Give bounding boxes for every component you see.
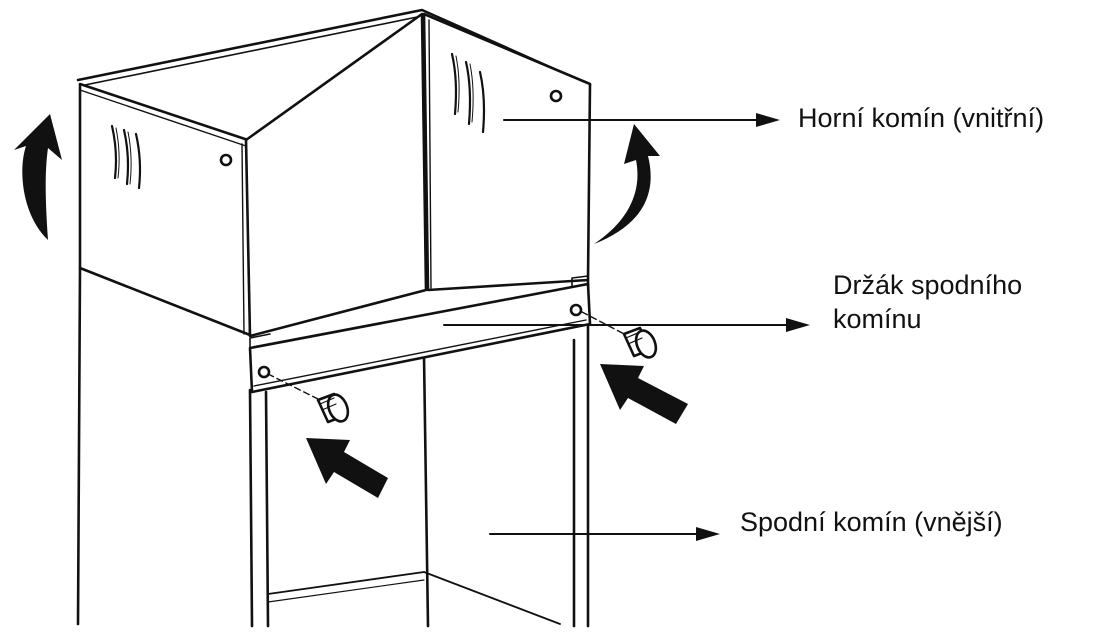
bracket-hole-left-icon	[257, 365, 271, 379]
screws	[267, 311, 658, 424]
screw-hole-left-icon	[219, 153, 233, 167]
vent-slots-left	[110, 124, 142, 190]
bracket-label-line2: komínu	[833, 304, 922, 334]
lift-arrow-left-icon	[14, 114, 62, 240]
screw-hole-right-icon	[549, 89, 563, 103]
push-arrow-left-icon	[306, 438, 388, 498]
upper-chimney-label: Horní komín (vnitřní)	[798, 103, 1045, 133]
upper-chimney	[76, 8, 592, 338]
lower-chimney-label: Spodní komín (vnější)	[740, 507, 1003, 537]
screw-left-icon	[316, 392, 350, 424]
vent-slots-right	[450, 52, 486, 134]
push-arrow-right-icon	[600, 364, 688, 424]
screw-right-icon	[622, 326, 658, 359]
lift-arrow-right-icon	[594, 124, 660, 244]
bracket-label-line1: Držák spodního	[833, 270, 1023, 300]
callout-lines	[443, 113, 810, 541]
bracket-label: Držák spodního komínu	[833, 268, 1022, 336]
bracket-hole-right-icon	[569, 303, 583, 317]
lower-chimney	[76, 266, 590, 628]
